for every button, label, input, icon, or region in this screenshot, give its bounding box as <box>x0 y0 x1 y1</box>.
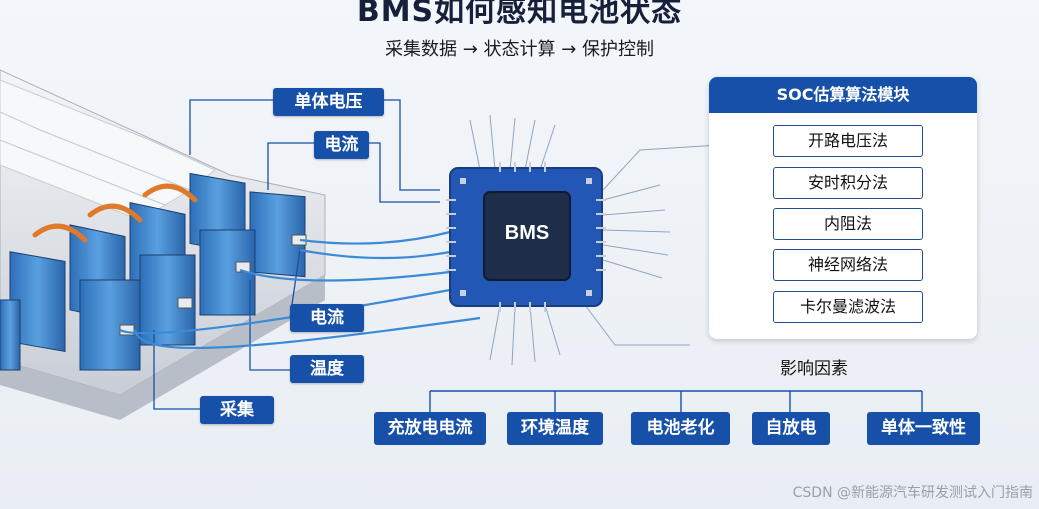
watermark: CSDN @新能源汽车研发测试入门指南 <box>792 485 1033 501</box>
method-neural-network: 神经网络法 <box>773 249 923 281</box>
soc-panel: SOC估算算法模块 开路电压法 安时积分法 内阻法 神经网络法 卡尔曼滤波法 <box>709 77 977 339</box>
bms-chip <box>446 162 606 312</box>
factor-battery-aging: 电池老化 <box>631 412 730 445</box>
label-temperature: 温度 <box>290 355 364 383</box>
label-cell-voltage: 单体电压 <box>273 88 384 116</box>
factor-ambient-temperature: 环境温度 <box>507 412 603 445</box>
method-internal-resistance: 内阻法 <box>773 208 923 240</box>
factor-charge-current: 充放电电流 <box>374 412 486 445</box>
factor-cell-consistency: 单体一致性 <box>867 412 980 445</box>
soc-panel-title: SOC估算算法模块 <box>709 77 977 113</box>
method-ocv: 开路电压法 <box>773 125 923 157</box>
page-title: BMS如何感知电池状态 <box>356 0 683 29</box>
label-current-top: 电流 <box>314 131 369 159</box>
method-kalman-filter: 卡尔曼滤波法 <box>773 291 923 323</box>
factor-self-discharge: 自放电 <box>752 412 830 445</box>
label-current-bottom: 电流 <box>290 304 364 332</box>
factors-title: 影响因素 <box>780 359 848 379</box>
page-subtitle: 采集数据 → 状态计算 → 保护控制 <box>384 39 655 60</box>
bms-chip-label: BMS <box>504 222 550 244</box>
label-sampling: 采集 <box>200 396 274 424</box>
method-coulomb-counting: 安时积分法 <box>773 167 923 199</box>
